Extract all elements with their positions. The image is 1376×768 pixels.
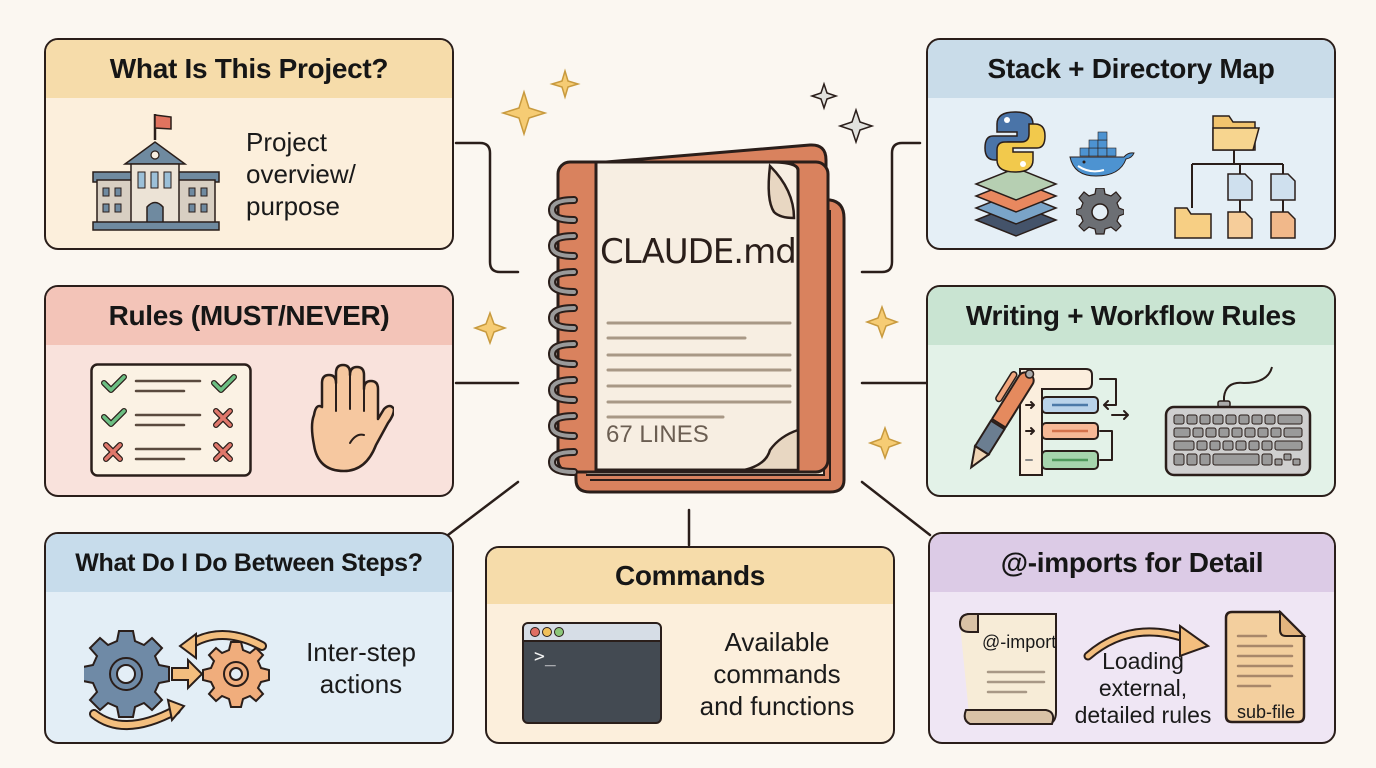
center-line-count: 67 LINES bbox=[606, 421, 709, 448]
card-description: Inter-step actions bbox=[306, 637, 416, 699]
card-between-steps: What Do I Do Between Steps? Inter-step bbox=[44, 532, 454, 744]
curved-arrow-icon bbox=[1083, 624, 1211, 661]
card-writing-workflow: Writing + Workflow Rules bbox=[926, 285, 1336, 497]
card-title: @-imports for Detail bbox=[930, 534, 1334, 592]
file-label: sub-file bbox=[1236, 702, 1296, 722]
center-title: CLAUDE.md bbox=[600, 232, 797, 272]
python-logo-icon bbox=[984, 111, 1046, 173]
card-description: Available commands and functions bbox=[699, 627, 855, 721]
scroll-icon bbox=[958, 613, 1057, 725]
terminal-prompt: >_ bbox=[534, 646, 556, 667]
docker-whale-icon bbox=[1069, 131, 1135, 177]
card-description: Loading external, detailed rules bbox=[1074, 648, 1212, 728]
folder-tree-icon bbox=[1174, 115, 1296, 239]
card-title: What Do I Do Between Steps? bbox=[46, 534, 452, 592]
card-title: What Is This Project? bbox=[46, 40, 452, 98]
document-icon bbox=[1224, 610, 1307, 724]
workflow-list-icon bbox=[1019, 368, 1129, 476]
gear-icon bbox=[1076, 188, 1124, 235]
window-dot-green bbox=[554, 627, 564, 637]
card-title: Stack + Directory Map bbox=[928, 40, 1334, 98]
card-imports: @-imports for Detail @-import Loading ex… bbox=[928, 532, 1336, 744]
keyboard-icon bbox=[1164, 366, 1312, 477]
card-description: Project overview/ purpose bbox=[246, 127, 356, 221]
pen-icon bbox=[969, 369, 1035, 470]
layers-stack-icon bbox=[973, 167, 1059, 237]
card-project-overview: What Is This Project? Project overvi bbox=[44, 38, 454, 250]
spiral-notebook-icon bbox=[547, 143, 846, 494]
gears-cycle-icon bbox=[84, 630, 270, 730]
card-title: Writing + Workflow Rules bbox=[928, 287, 1334, 345]
checklist-icon bbox=[90, 363, 252, 477]
window-dot-yellow bbox=[542, 627, 552, 637]
card-commands: Commands >_ Available commands and funct… bbox=[485, 546, 895, 744]
card-rules: Rules (MUST/NEVER) bbox=[44, 285, 454, 497]
terminal-icon: >_ bbox=[522, 622, 662, 724]
scroll-label: @-import bbox=[982, 632, 1057, 652]
card-title: Commands bbox=[487, 548, 893, 604]
school-building-icon bbox=[92, 114, 220, 231]
card-stack-directory: Stack + Directory Map bbox=[926, 38, 1336, 250]
stop-hand-icon bbox=[310, 363, 394, 473]
card-title: Rules (MUST/NEVER) bbox=[46, 287, 452, 345]
window-dot-red bbox=[530, 627, 540, 637]
